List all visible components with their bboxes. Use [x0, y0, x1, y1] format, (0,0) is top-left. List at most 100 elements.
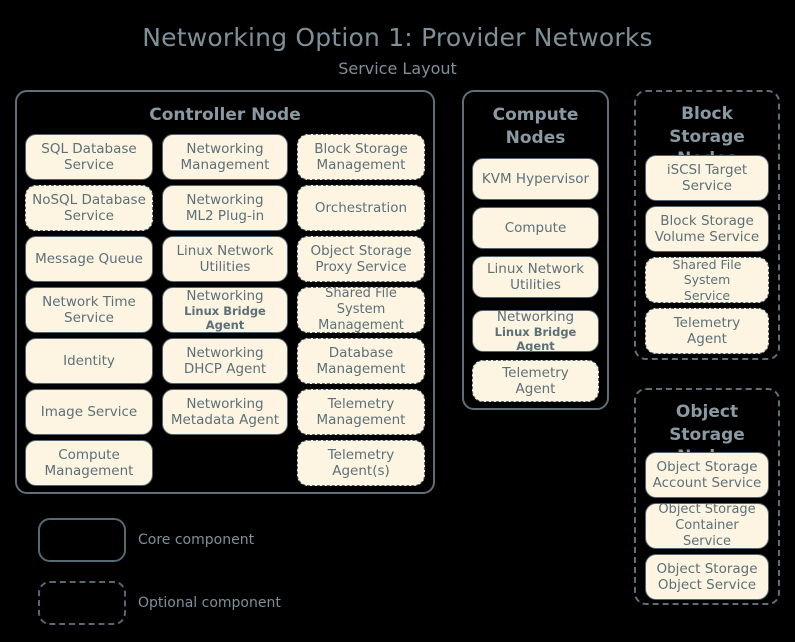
chip-line-1: Shared File System: [672, 257, 742, 288]
chip-networking-metadata-agent[interactable]: Networking Metadata Agent: [162, 389, 288, 435]
chip-line-2: Agent(s): [332, 463, 390, 479]
chip-telemetry-management[interactable]: Telemetry Management: [297, 389, 425, 435]
chip-line-1: Networking: [496, 310, 575, 325]
chip-line-2: Management: [318, 317, 404, 333]
chip-network-time-service[interactable]: Network Time Service: [25, 287, 153, 333]
chip-line-1: Image Service: [40, 403, 138, 420]
chip-object-storage-container-service[interactable]: Object Storage Container Service: [645, 503, 769, 549]
legend-swatch-optional: [38, 581, 126, 625]
chip-orchestration[interactable]: Orchestration: [297, 185, 425, 231]
chip-shared-file-system-management[interactable]: Shared File System Management: [297, 287, 425, 333]
chip-line-2: Object Service: [657, 577, 757, 593]
chip-line-1: Telemetry: [327, 395, 395, 412]
chip-line-1: Networking: [186, 344, 264, 361]
legend-swatch-core: [38, 518, 126, 562]
chip-line-2: Service: [64, 208, 114, 224]
group-controller-node: Controller Node: [15, 90, 435, 494]
chip-line-1: Object Storage: [658, 503, 756, 518]
chip-line-1: Shared File System: [325, 287, 397, 318]
chip-line-2: Volume Service: [654, 229, 760, 245]
chip-line-1: Identity: [63, 352, 115, 369]
legend-label-core: Core component: [138, 532, 255, 548]
chip-line-1: Linux Network: [486, 260, 585, 277]
chip-line-2: ML2 Plug-in: [185, 208, 265, 224]
chip-networking-dhcp-agent[interactable]: Networking DHCP Agent: [162, 338, 288, 384]
chip-compute[interactable]: Compute: [472, 207, 599, 249]
chip-compute-management[interactable]: Compute Management: [25, 440, 153, 486]
chip-line-2: Utilities: [199, 259, 251, 275]
chip-line-1: Telemetry: [502, 364, 569, 381]
chip-image-service[interactable]: Image Service: [25, 389, 153, 435]
chip-line-1: Networking: [186, 395, 264, 412]
chip-line-1: SQL Database: [41, 140, 137, 157]
group-title-controller-node: Controller Node: [149, 105, 301, 125]
chip-line-2: Proxy Service: [315, 259, 407, 275]
chip-telemetry-agents[interactable]: Telemetry Agent(s): [297, 440, 425, 486]
chip-shared-file-system-service[interactable]: Shared File System Service: [645, 257, 769, 303]
chip-line-2: Linux Bridge Agent: [494, 325, 577, 352]
chip-line-1: NoSQL Database: [32, 191, 146, 208]
chip-line-1: Networking: [186, 191, 264, 208]
chip-line-1: Linux Network: [176, 242, 274, 259]
chip-line-1: Telemetry: [673, 314, 741, 331]
chip-line-1: Block Storage: [314, 140, 408, 157]
chip-line-2: Container Service: [675, 518, 739, 549]
legend-label-optional: Optional component: [138, 595, 281, 611]
group-compute-nodes: Compute Nodes: [462, 90, 609, 410]
chip-line-2: Management: [316, 361, 406, 377]
chip-line-2: Linux Bridge Agent: [184, 304, 266, 333]
chip-line-1: Compute: [504, 219, 567, 236]
chip-line-2: Management: [316, 157, 406, 173]
chip-line-1: Object Storage: [656, 458, 758, 475]
chip-line-2: Management: [316, 412, 406, 428]
chip-line-2: DHCP Agent: [183, 361, 267, 377]
chip-line-2: Metadata Agent: [170, 412, 280, 428]
chip-object-storage-object-service[interactable]: Object Storage Object Service: [645, 554, 769, 600]
chip-line-2: Management: [180, 157, 270, 173]
chip-database-management[interactable]: Database Management: [297, 338, 425, 384]
chip-line-1: Message Queue: [35, 250, 143, 267]
chip-networking-management[interactable]: Networking Management: [162, 134, 288, 180]
chip-compute-linux-network-utilities[interactable]: Linux Network Utilities: [472, 256, 599, 298]
chip-compute-networking-linux-bridge-agent[interactable]: Networking Linux Bridge Agent: [472, 310, 599, 352]
chip-line-2: Service: [64, 310, 114, 326]
page-title: Networking Option 1: Provider Networks: [142, 23, 653, 52]
chip-object-storage-proxy-service[interactable]: Object Storage Proxy Service: [297, 236, 425, 282]
chip-line-2: Account Service: [652, 475, 762, 491]
group-title-compute-nodes: Compute Nodes: [492, 105, 579, 148]
chip-kvm-hypervisor[interactable]: KVM Hypervisor: [472, 158, 599, 200]
chip-line-1: Network Time: [42, 293, 136, 310]
chip-line-2: Agent: [515, 381, 556, 397]
chip-line-1: Telemetry: [327, 446, 395, 463]
chip-line-2: Utilities: [510, 277, 561, 293]
chip-line-1: Database: [328, 344, 394, 361]
chip-networking-linux-bridge-agent[interactable]: Networking Linux Bridge Agent: [162, 287, 288, 333]
chip-line-1: Networking: [186, 287, 264, 304]
chip-line-2: Service: [683, 287, 731, 303]
page-subtitle: Service Layout: [338, 59, 457, 78]
chip-message-queue[interactable]: Message Queue: [25, 236, 153, 282]
chip-line-1: Object Storage: [310, 242, 412, 259]
chip-compute-telemetry-agent[interactable]: Telemetry Agent: [472, 360, 599, 402]
chip-object-storage-account-service[interactable]: Object Storage Account Service: [645, 452, 769, 498]
chip-line-1: Networking: [186, 140, 264, 157]
chip-linux-network-utilities[interactable]: Linux Network Utilities: [162, 236, 288, 282]
chip-line-2: Agent: [687, 331, 727, 347]
chip-iscsi-target-service[interactable]: iSCSI Target Service: [645, 155, 769, 201]
chip-line-1: Object Storage: [656, 560, 758, 577]
chip-line-1: iSCSI Target: [666, 161, 748, 178]
chip-line-1: Block Storage: [660, 212, 754, 229]
chip-nosql-database-service[interactable]: NoSQL Database Service: [25, 185, 153, 231]
chip-identity[interactable]: Identity: [25, 338, 153, 384]
chip-sql-database-service[interactable]: SQL Database Service: [25, 134, 153, 180]
chip-networking-ml2-plugin[interactable]: Networking ML2 Plug-in: [162, 185, 288, 231]
chip-block-storage-management[interactable]: Block Storage Management: [297, 134, 425, 180]
chip-line-1: Orchestration: [314, 199, 408, 216]
chip-line-1: KVM Hypervisor: [481, 170, 590, 187]
chip-block-storage-volume-service[interactable]: Block Storage Volume Service: [645, 206, 769, 252]
chip-line-2: Service: [682, 178, 732, 194]
chip-line-1: Compute: [58, 446, 120, 463]
chip-line-2: Management: [44, 463, 134, 479]
chip-line-2: Service: [64, 157, 114, 173]
chip-block-storage-telemetry-agent[interactable]: Telemetry Agent: [645, 308, 769, 354]
